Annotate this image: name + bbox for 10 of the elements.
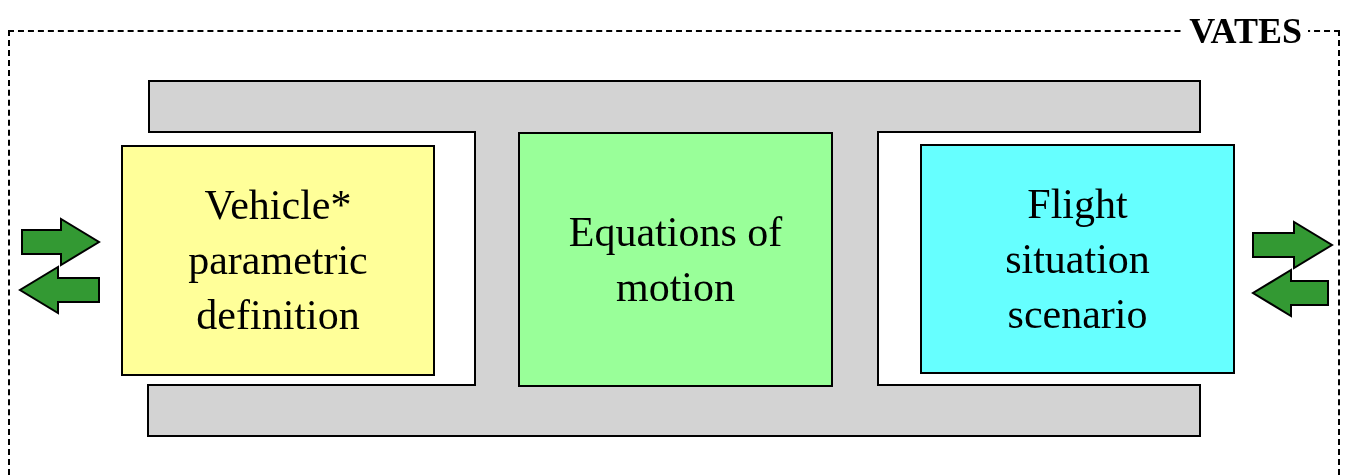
box-label: Vehicle* parametric definition xyxy=(187,181,369,340)
process-box xyxy=(920,144,1235,374)
box-label: Flight situation scenario xyxy=(1004,179,1151,339)
process-box xyxy=(518,132,833,387)
block-arrow xyxy=(1252,220,1334,270)
process-box xyxy=(121,145,435,376)
block-arrow xyxy=(1251,268,1329,318)
block-arrow xyxy=(21,217,101,267)
box-label: Equations of motion xyxy=(567,207,784,312)
block-arrow xyxy=(18,265,100,315)
